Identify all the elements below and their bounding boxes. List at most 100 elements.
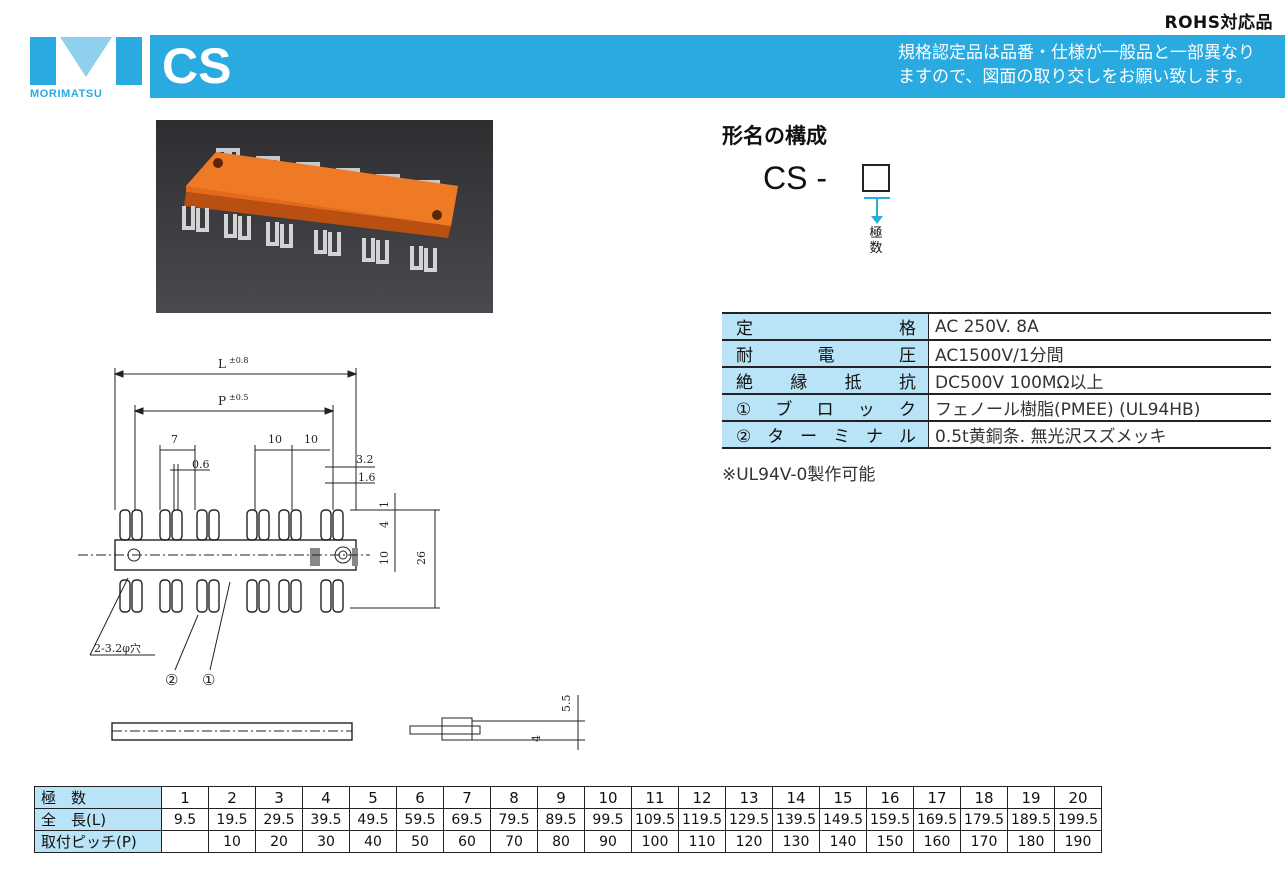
- pole-count-box: [862, 164, 890, 192]
- spec-value: AC 250V. 8A: [928, 312, 1271, 341]
- spec-key: 定格: [722, 312, 929, 341]
- pitch-cell: 130: [772, 830, 820, 853]
- pitch-cell: 60: [443, 830, 491, 853]
- pitch-cell: 70: [490, 830, 538, 853]
- model-heading: 形名の構成: [722, 124, 827, 148]
- title-banner: CS 規格認定品は品番・仕様が一般品と一部異なり ますので、図面の取り交しをお願…: [150, 35, 1285, 98]
- pitch-cell: 140: [819, 830, 867, 853]
- dim-P: P: [218, 394, 226, 408]
- length-cell: 159.5: [866, 808, 914, 831]
- poles-cell: 2: [208, 786, 256, 809]
- poles-cell: 9: [537, 786, 585, 809]
- dim-10a: 10: [268, 433, 282, 446]
- poles-cell: 6: [396, 786, 444, 809]
- model-arrow: [864, 197, 890, 224]
- spec-key: ①ブロック: [722, 393, 929, 422]
- poles-cell: 8: [490, 786, 538, 809]
- poles-cell: 3: [255, 786, 303, 809]
- spec-value: 0.5t黄銅条. 無光沢スズメッキ: [928, 420, 1271, 449]
- pitch-cell: 30: [302, 830, 350, 853]
- poles-cell: 16: [866, 786, 914, 809]
- length-cell: 59.5: [396, 808, 444, 831]
- poles-cell: 10: [584, 786, 632, 809]
- length-cell: 49.5: [349, 808, 397, 831]
- spec-value: AC1500V/1分間: [928, 339, 1271, 368]
- length-cell: 99.5: [584, 808, 632, 831]
- logo-text: MORIMATSU: [30, 88, 103, 100]
- poles-header: 極 数: [34, 786, 162, 809]
- pitch-cell: 20: [255, 830, 303, 853]
- pitch-cell: 160: [913, 830, 961, 853]
- length-cell: 39.5: [302, 808, 350, 831]
- length-cell: 149.5: [819, 808, 867, 831]
- pitch-cell: [161, 830, 209, 853]
- length-cell: 109.5: [631, 808, 679, 831]
- model-code: CS -: [763, 160, 827, 196]
- dim-4b: 4: [530, 735, 543, 742]
- note-line-1: 規格認定品は品番・仕様が一般品と一部異なり: [898, 43, 1255, 63]
- note-line-2: ますので、図面の取り交しをお願い致します。: [898, 67, 1253, 87]
- morimatsu-logo: [30, 37, 142, 85]
- pitch-cell: 190: [1054, 830, 1102, 853]
- ul-note: ※UL94V-0製作可能: [722, 465, 876, 485]
- poles-cell: 18: [960, 786, 1008, 809]
- hole-label: 2-3.2φ穴: [94, 641, 141, 655]
- callout-1: ①: [202, 671, 215, 689]
- certification-note: 規格認定品は品番・仕様が一般品と一部異なり ますので、図面の取り交しをお願い致し…: [898, 41, 1255, 89]
- pitch-cell: 150: [866, 830, 914, 853]
- dim-0.6: 0.6: [192, 458, 210, 471]
- length-cell: 19.5: [208, 808, 256, 831]
- poles-cell: 19: [1007, 786, 1055, 809]
- model-sub-label: 極数: [869, 226, 883, 256]
- dim-1.6: 1.6: [358, 471, 376, 484]
- spec-value: DC500V 100MΩ以上: [928, 366, 1271, 395]
- pitch-cell: 170: [960, 830, 1008, 853]
- spec-key: 耐電圧: [722, 339, 929, 368]
- dim-4: 4: [378, 521, 391, 528]
- dim-10v: 10: [378, 551, 391, 565]
- spec-value: フェノール樹脂(PMEE) (UL94HB): [928, 393, 1271, 422]
- poles-cell: 5: [349, 786, 397, 809]
- poles-cell: 13: [725, 786, 773, 809]
- pitch-cell: 50: [396, 830, 444, 853]
- dim-1: 1: [378, 501, 391, 508]
- length-header: 全 長(L): [34, 808, 162, 831]
- dim-5.5: 5.5: [560, 695, 573, 713]
- rohs-label: ROHS対応品: [1164, 13, 1273, 33]
- dim-L: L: [218, 357, 226, 371]
- dim-26: 26: [415, 551, 428, 565]
- spec-key: ②ターミナル: [722, 420, 929, 449]
- pitch-header: 取付ピッチ(P): [34, 830, 162, 853]
- length-cell: 69.5: [443, 808, 491, 831]
- dim-10b: 10: [304, 433, 318, 446]
- poles-cell: 11: [631, 786, 679, 809]
- dim-P-tol: ±0.5: [229, 393, 248, 402]
- length-cell: 169.5: [913, 808, 961, 831]
- length-cell: 9.5: [161, 808, 209, 831]
- poles-cell: 17: [913, 786, 961, 809]
- pitch-cell: 180: [1007, 830, 1055, 853]
- pitch-cell: 90: [584, 830, 632, 853]
- dim-3.2: 3.2: [356, 453, 374, 466]
- poles-cell: 20: [1054, 786, 1102, 809]
- length-cell: 179.5: [960, 808, 1008, 831]
- pitch-cell: 100: [631, 830, 679, 853]
- length-cell: 129.5: [725, 808, 773, 831]
- length-cell: 119.5: [678, 808, 726, 831]
- page-title: CS: [162, 38, 232, 94]
- length-cell: 189.5: [1007, 808, 1055, 831]
- spec-key: 絶縁抵抗: [722, 366, 929, 395]
- length-cell: 79.5: [490, 808, 538, 831]
- dim-L-tol: ±0.8: [229, 356, 248, 365]
- poles-cell: 7: [443, 786, 491, 809]
- spec-row: ①ブロックフェノール樹脂(PMEE) (UL94HB): [722, 393, 1271, 422]
- poles-cell: 4: [302, 786, 350, 809]
- pitch-cell: 110: [678, 830, 726, 853]
